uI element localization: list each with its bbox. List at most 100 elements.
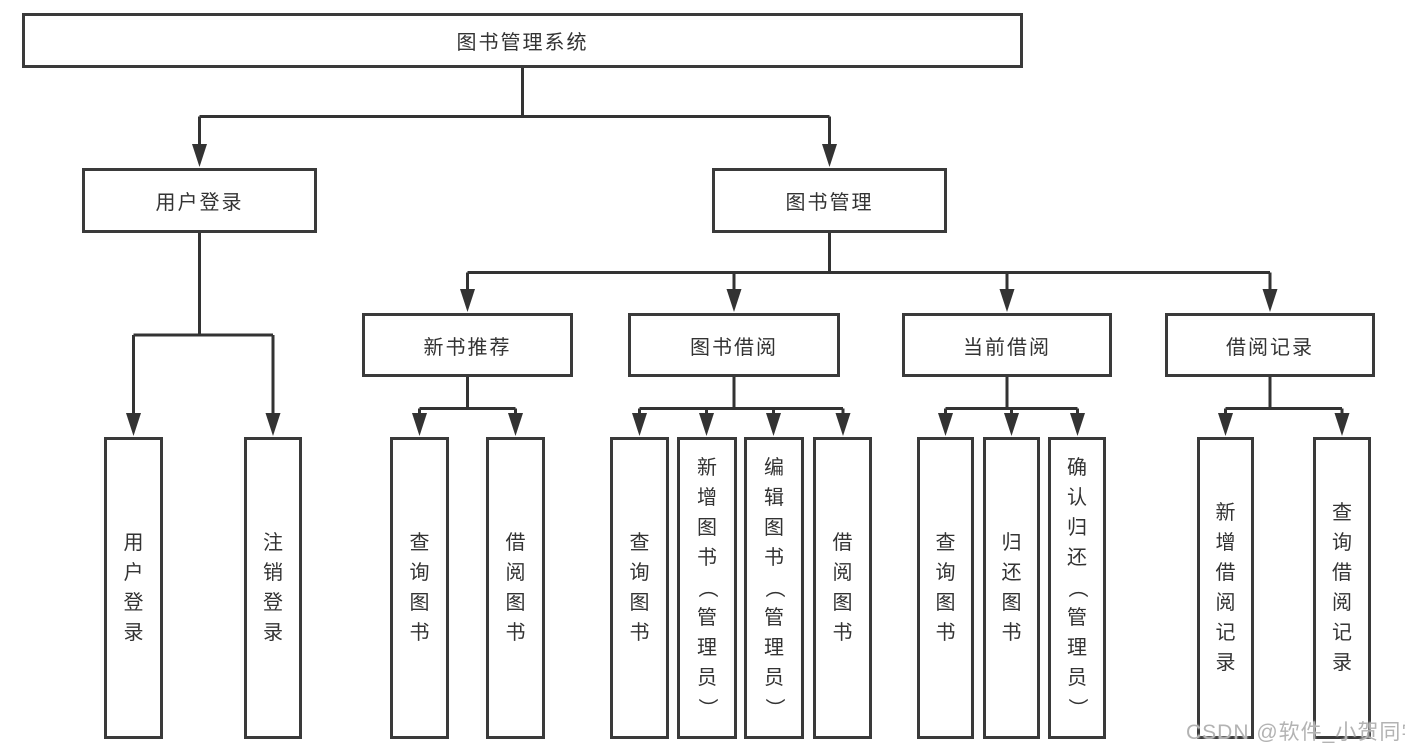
node-query-books-current: 查询图书 — [917, 437, 974, 739]
node-borrow-books-recommend: 借阅图书 — [486, 437, 545, 739]
node-query-borrow-record: 查询借阅记录 — [1313, 437, 1371, 739]
node-label-char: 查 — [935, 532, 956, 554]
node-label-char: 阅 — [1332, 592, 1352, 614]
node-borrow-books-leaf: 借阅图书 — [813, 437, 872, 739]
node-library-management-system: 图书管理系统 — [22, 13, 1023, 68]
node-label-char: 员 — [1067, 667, 1087, 689]
node-borrow-records: 借阅记录 — [1165, 313, 1375, 377]
node-label-char: 增 — [697, 487, 717, 509]
node-label-char: 录 — [123, 622, 144, 644]
node-label-char: 书 — [832, 622, 853, 644]
node-label-char: 理 — [1067, 637, 1087, 659]
node-label-char: 书 — [697, 547, 717, 569]
connector-book-management — [466, 233, 1272, 291]
node-label-char: 归 — [1067, 517, 1087, 539]
node-label-char: 查 — [409, 532, 430, 554]
node-label-char: 阅 — [505, 562, 526, 584]
node-label-char: 借 — [832, 532, 853, 554]
node-label-char: （ — [763, 578, 785, 598]
node-label-char: ） — [1066, 698, 1088, 718]
node-label-char: 查 — [1332, 502, 1352, 524]
node-label-char: 管 — [1067, 607, 1087, 629]
node-label-char: 销 — [263, 562, 283, 584]
node-label-char: 图 — [832, 592, 853, 614]
node-label-char: 借 — [505, 532, 526, 554]
node-label-char: 登 — [123, 592, 144, 614]
node-label-char: 确 — [1067, 457, 1087, 479]
node-new-book-recommend: 新书推荐 — [362, 313, 573, 377]
node-label-char: 借 — [1332, 562, 1352, 584]
node-label-char: （ — [1066, 578, 1088, 598]
node-confirm-return-admin: 确认归还 （ 管理员 ） — [1048, 437, 1106, 739]
node-label-char: ） — [763, 698, 785, 718]
node-label-char: 新 — [697, 457, 717, 479]
node-label-char: 书 — [764, 547, 784, 569]
node-label: 图书管理系统 — [456, 32, 589, 54]
connector-borrow-records — [1224, 377, 1344, 416]
node-label-char: 询 — [935, 562, 956, 584]
node-label-char: 管 — [697, 607, 717, 629]
node-label-char: 图 — [505, 592, 526, 614]
node-label-char: ） — [696, 698, 718, 718]
node-label-char: 归 — [1001, 532, 1022, 554]
node-label-char: 书 — [629, 622, 650, 644]
node-label-char: 录 — [1332, 652, 1352, 674]
node-label-char: 管 — [764, 607, 784, 629]
node-label-char: 图 — [697, 517, 717, 539]
node-label-char: 询 — [629, 562, 650, 584]
node-label-char: （ — [696, 578, 718, 598]
node-label-char: 员 — [697, 667, 717, 689]
node-label-char: 记 — [1215, 622, 1236, 644]
watermark: CSDN @软件_小贺同学 — [1186, 721, 1405, 744]
node-add-borrow-record: 新增借阅记录 — [1197, 437, 1254, 739]
node-label-char: 图 — [935, 592, 956, 614]
node-label-char: 理 — [764, 637, 784, 659]
node-label: 图书管理 — [785, 192, 874, 214]
node-label-char: 理 — [697, 637, 717, 659]
node-current-borrow: 当前借阅 — [902, 313, 1112, 377]
node-book-borrow: 图书借阅 — [628, 313, 840, 377]
node-label-char: 认 — [1067, 487, 1087, 509]
node-label-char: 还 — [1001, 562, 1022, 584]
node-label-char: 用 — [123, 532, 144, 554]
node-label-char: 书 — [505, 622, 526, 644]
node-label-char: 增 — [1215, 532, 1236, 554]
connector-root — [198, 68, 831, 146]
node-label-char: 录 — [263, 622, 283, 644]
node-label: 图书借阅 — [690, 336, 778, 359]
node-label-char: 书 — [1001, 622, 1022, 644]
node-label-char: 录 — [1215, 652, 1236, 674]
node-label-char: 书 — [409, 622, 430, 644]
node-label-char: 辑 — [764, 487, 784, 509]
node-label-char: 询 — [409, 562, 430, 584]
node-edit-books-admin: 编辑图书（管理员） — [744, 437, 804, 739]
node-label-char: 还 — [1067, 547, 1087, 569]
node-user-login: 用户登录 — [82, 168, 317, 233]
node-label-char: 图 — [1001, 592, 1022, 614]
node-user-login-leaf: 用户登录 — [104, 437, 163, 739]
node-query-books-recommend: 查询图书 — [390, 437, 449, 739]
node-label-char: 图 — [629, 592, 650, 614]
node-label-char: 编 — [764, 457, 784, 479]
connector-current-borrow — [944, 377, 1079, 416]
node-label-char: 阅 — [1215, 592, 1236, 614]
node-logout-leaf: 注销登录 — [244, 437, 302, 739]
node-label: 用户登录 — [155, 192, 244, 214]
node-label: 新书推荐 — [423, 336, 512, 359]
node-label-char: 查 — [629, 532, 650, 554]
connector-book-borrow — [638, 377, 845, 416]
node-label: 借阅记录 — [1226, 336, 1314, 359]
connector-user-login — [132, 233, 275, 416]
node-label-char: 登 — [263, 592, 283, 614]
connector-new-book — [418, 377, 517, 416]
node-label-char: 图 — [764, 517, 784, 539]
node-label-char: 新 — [1215, 502, 1236, 524]
node-label-char: 询 — [1332, 532, 1352, 554]
node-book-management: 图书管理 — [712, 168, 947, 233]
arrowheads — [126, 144, 1350, 436]
node-label-char: 户 — [123, 562, 144, 584]
node-label-char: 注 — [263, 532, 283, 554]
node-return-books: 归还图书 — [983, 437, 1040, 739]
